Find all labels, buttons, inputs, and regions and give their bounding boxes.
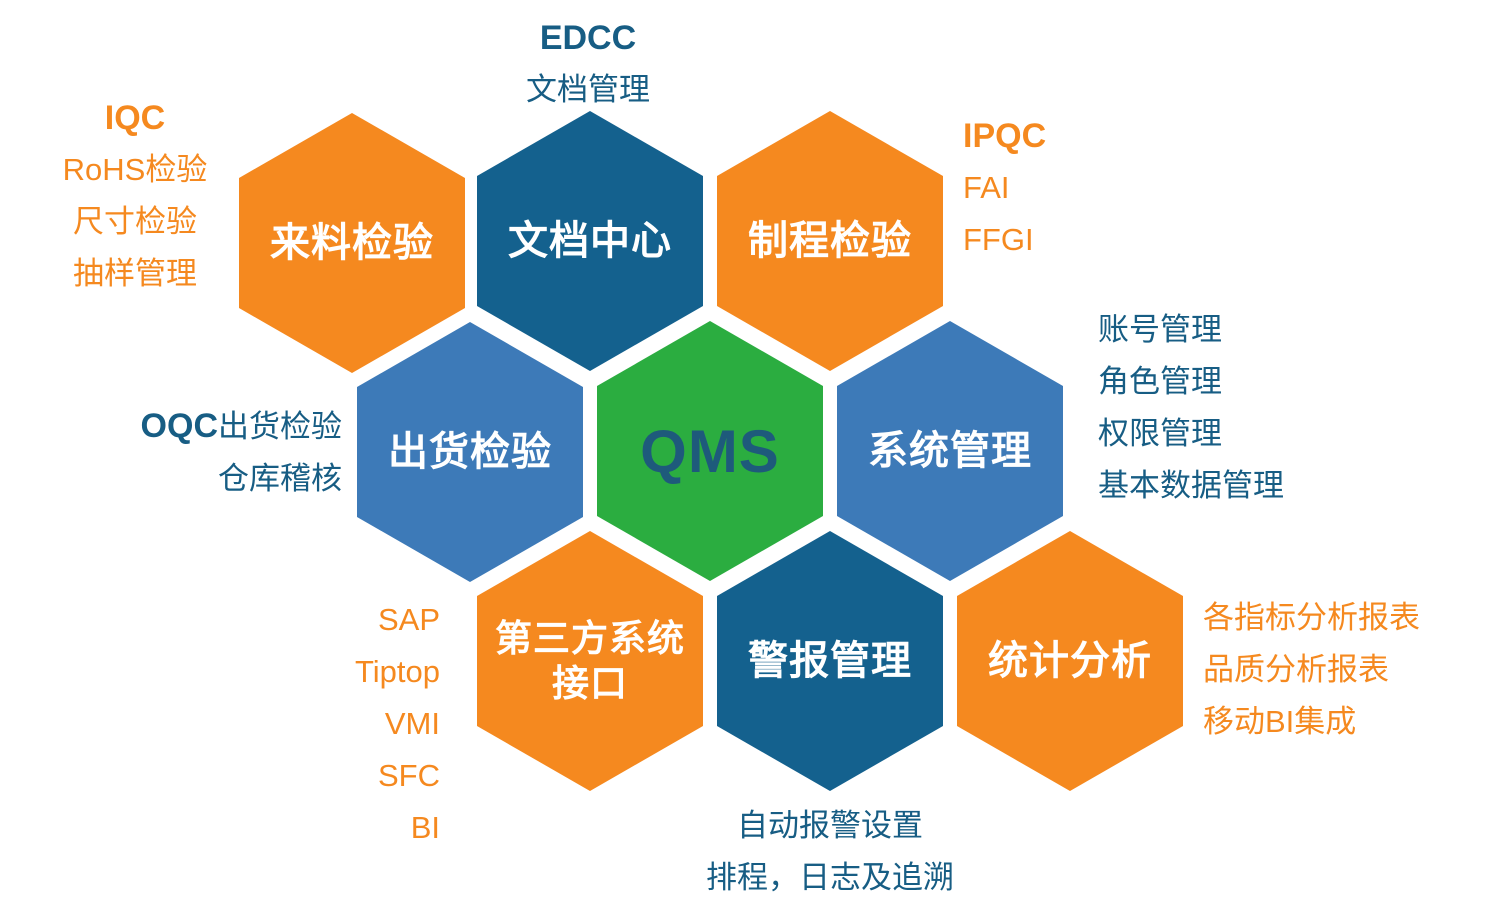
hex-label-shipment-inspection: 出货检验 bbox=[388, 430, 552, 474]
annotation-ipqc-item: FAI bbox=[963, 170, 1010, 205]
hex-label-third-party-interface: 第三方系统 接口 bbox=[495, 616, 685, 706]
annotation-oqc-line-1: OQC出货检验 bbox=[118, 400, 342, 453]
annotation-oqc-heading: OQC bbox=[140, 407, 218, 445]
annotation-edcc-item: 文档管理 bbox=[526, 72, 650, 107]
annotation-third-party-item: SFC bbox=[378, 758, 440, 793]
hex-statistical-analysis: 统计分析 bbox=[957, 531, 1183, 791]
annotation-third-party: SAP Tiptop VMI SFC BI bbox=[290, 594, 440, 854]
annotation-system-item: 基本数据管理 bbox=[1098, 468, 1284, 503]
annotation-ipqc: IPQC FAI FFGI bbox=[963, 110, 1046, 266]
annotation-stats-item: 移动BI集成 bbox=[1203, 704, 1357, 739]
annotation-iqc-item: 尺寸检验 bbox=[73, 204, 197, 239]
annotation-iqc-heading: IQC bbox=[104, 99, 166, 137]
annotation-stats: 各指标分析报表 品质分析报表 移动BI集成 bbox=[1203, 592, 1420, 748]
annotation-oqc: OQC出货检验 仓库稽核 bbox=[118, 400, 342, 505]
hex-qms-core: QMS bbox=[597, 321, 823, 581]
annotation-edcc: EDCC 文档管理 bbox=[468, 12, 708, 116]
hex-label-line-2: 接口 bbox=[552, 663, 628, 704]
annotation-ipqc-item: FFGI bbox=[963, 222, 1034, 257]
annotation-iqc-item: RoHS检验 bbox=[62, 152, 208, 187]
annotation-system-item: 权限管理 bbox=[1098, 416, 1222, 451]
hex-label-process-inspection: 制程检验 bbox=[748, 219, 912, 263]
hex-label-system-management: 系统管理 bbox=[868, 429, 1032, 473]
annotation-alarm-item: 排程，日志及追溯 bbox=[706, 860, 954, 895]
annotation-iqc-item: 抽样管理 bbox=[73, 256, 197, 291]
annotation-edcc-heading: EDCC bbox=[539, 19, 637, 57]
hex-label-alarm-management: 警报管理 bbox=[748, 639, 912, 683]
annotation-third-party-item: Tiptop bbox=[354, 654, 440, 689]
hex-alarm-management: 警报管理 bbox=[717, 531, 943, 791]
hex-incoming-inspection: 来料检验 bbox=[239, 113, 465, 373]
annotation-ipqc-heading: IPQC bbox=[963, 117, 1047, 155]
hex-label-line-1: 第三方系统 bbox=[495, 618, 685, 659]
annotation-third-party-item: SAP bbox=[377, 602, 440, 637]
qms-title: QMS bbox=[640, 417, 780, 485]
annotation-oqc-heading-suffix: 出货检验 bbox=[218, 409, 342, 444]
hex-label-statistical-analysis: 统计分析 bbox=[988, 639, 1152, 683]
annotation-stats-item: 品质分析报表 bbox=[1203, 652, 1389, 687]
hex-process-inspection: 制程检验 bbox=[717, 111, 943, 371]
annotation-oqc-item: 仓库稽核 bbox=[218, 461, 342, 496]
hex-document-center: 文档中心 bbox=[477, 111, 703, 371]
hex-system-management: 系统管理 bbox=[837, 321, 1063, 581]
hex-label-incoming-inspection: 来料检验 bbox=[270, 221, 434, 265]
annotation-system-management: 账号管理 角色管理 权限管理 基本数据管理 bbox=[1098, 304, 1284, 512]
hex-third-party-interface: 第三方系统 接口 bbox=[477, 531, 703, 791]
annotation-alarm: 自动报警设置 排程，日志及追溯 bbox=[660, 800, 1000, 904]
hex-label-document-center: 文档中心 bbox=[508, 219, 672, 263]
annotation-stats-item: 各指标分析报表 bbox=[1203, 600, 1420, 635]
annotation-iqc: IQC RoHS检验 尺寸检验 抽样管理 bbox=[40, 92, 230, 300]
annotation-system-item: 角色管理 bbox=[1098, 364, 1222, 399]
hex-shipment-inspection: 出货检验 bbox=[357, 322, 583, 582]
annotation-third-party-item: VMI bbox=[384, 706, 440, 741]
annotation-third-party-item: BI bbox=[410, 810, 440, 845]
annotation-alarm-item: 自动报警设置 bbox=[737, 808, 923, 843]
annotation-system-item: 账号管理 bbox=[1098, 312, 1222, 347]
